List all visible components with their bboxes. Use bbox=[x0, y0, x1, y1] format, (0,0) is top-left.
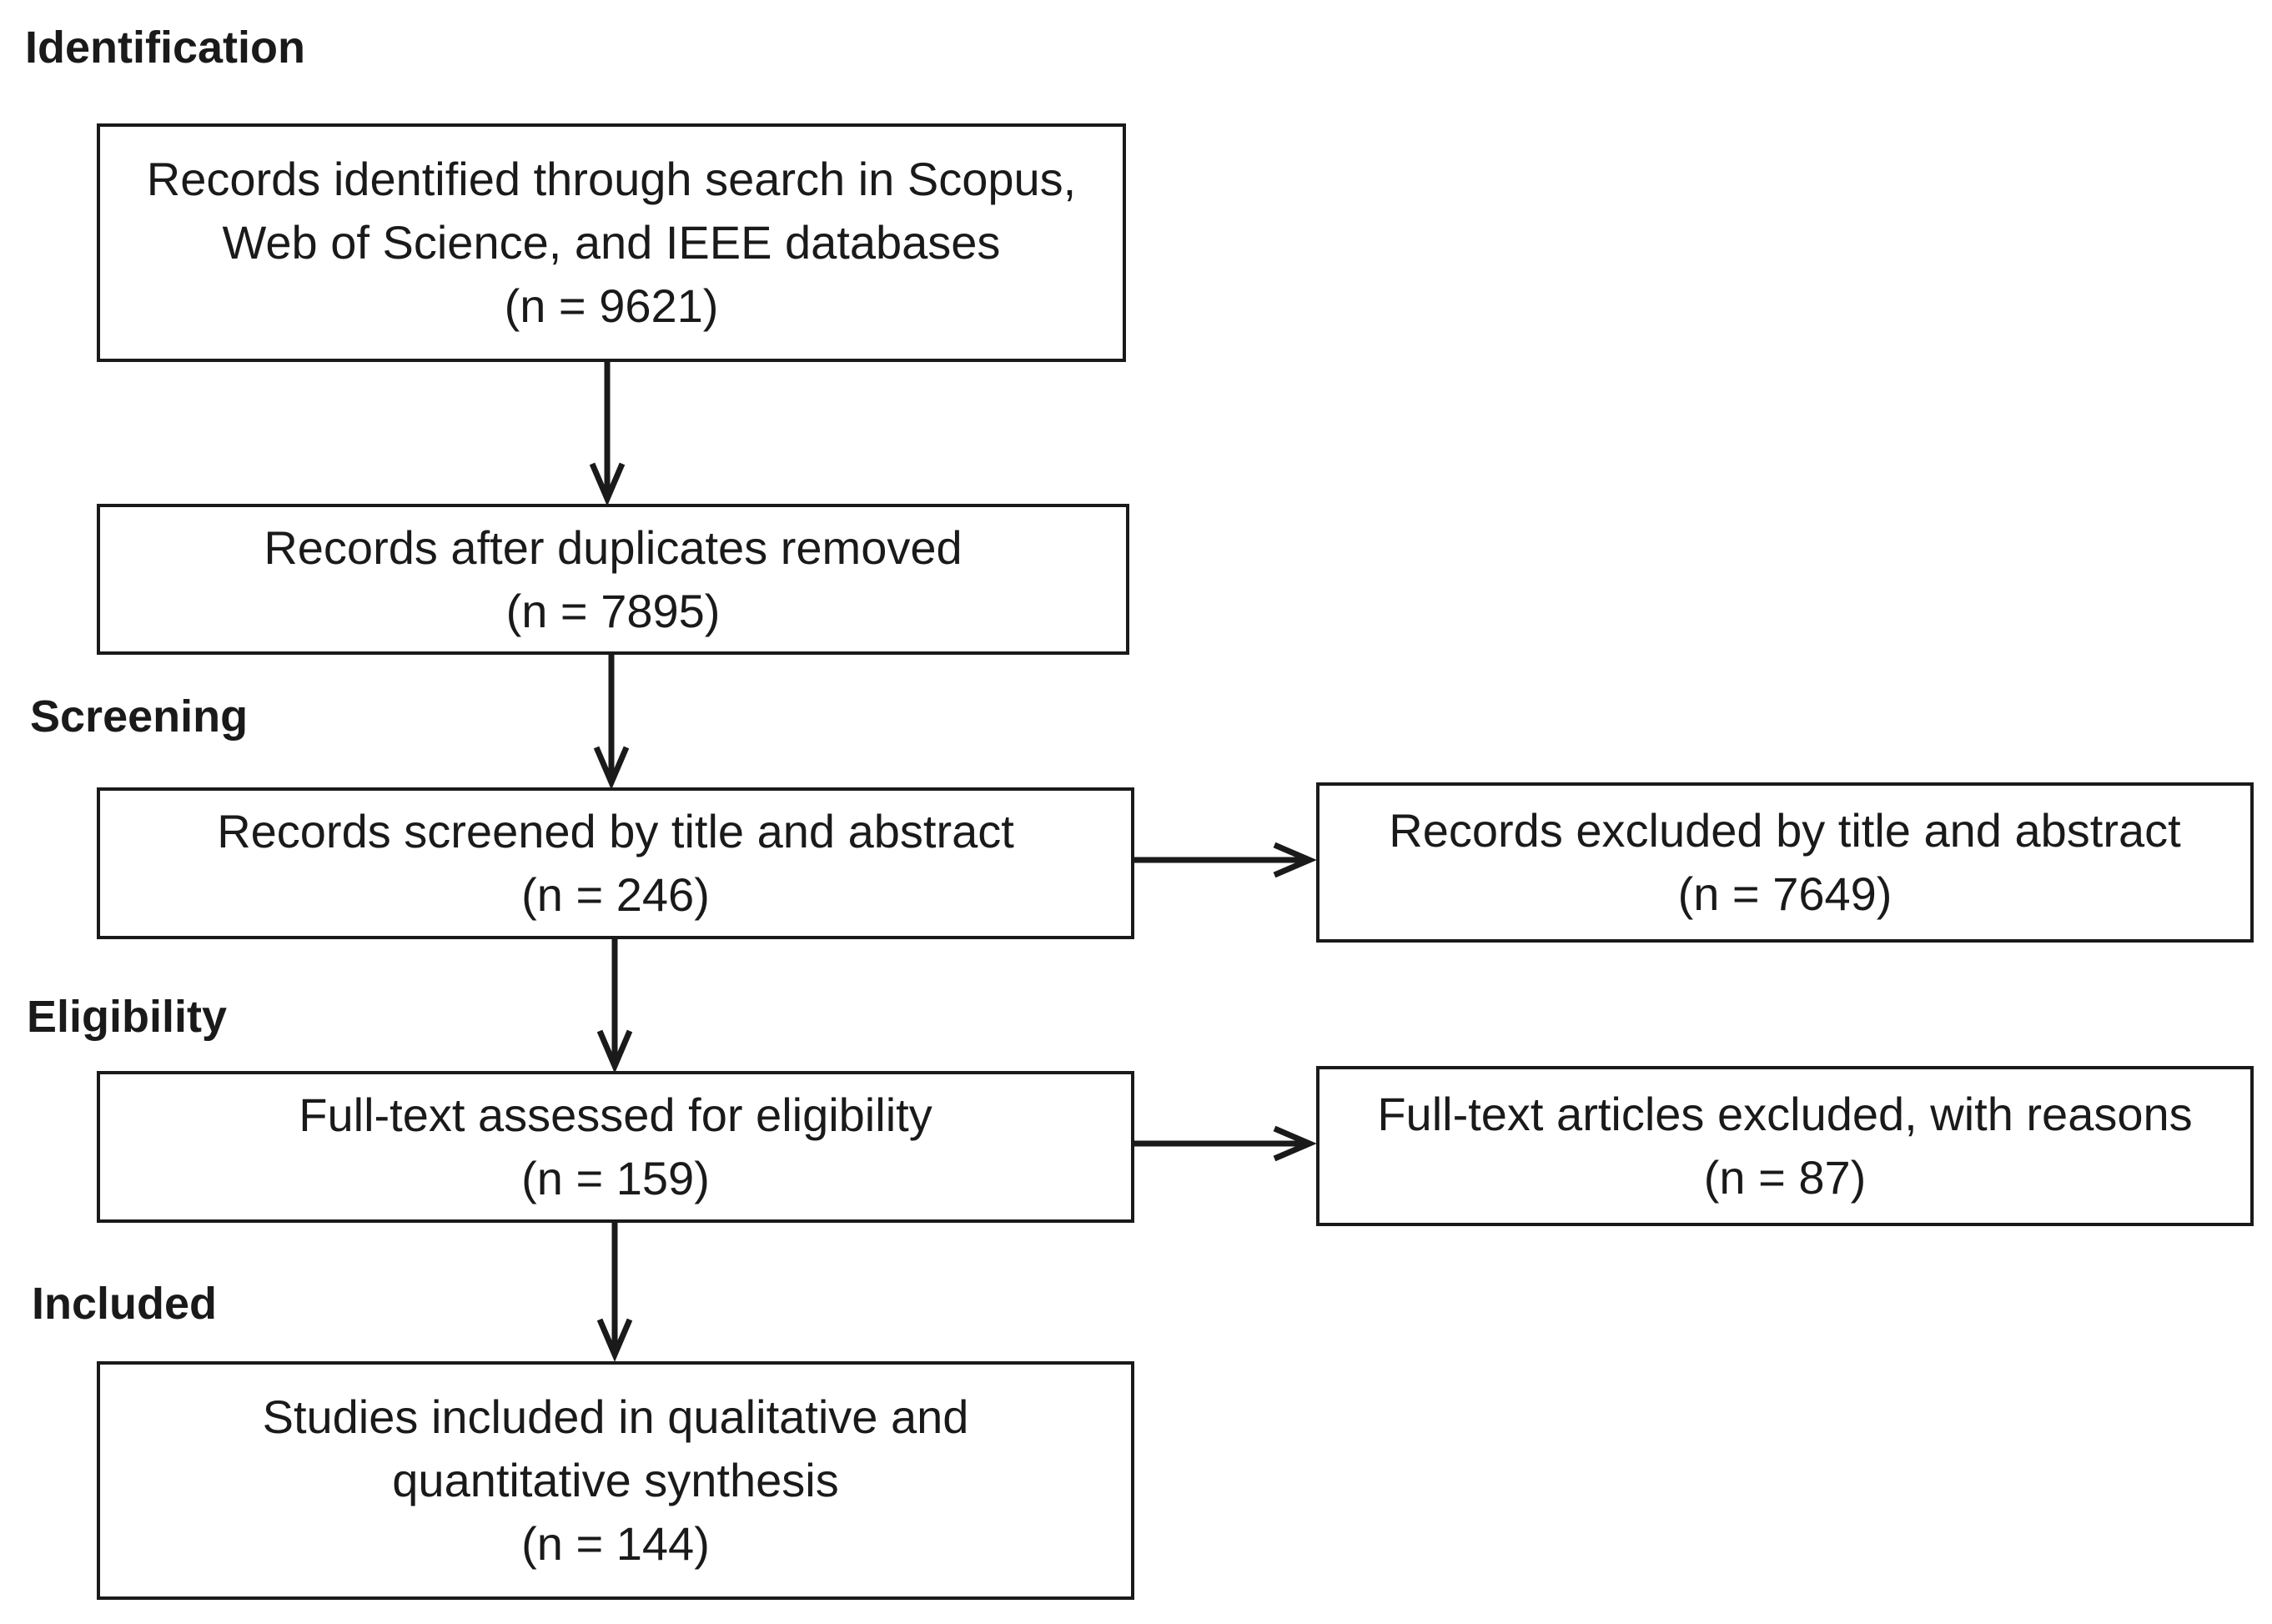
box-line: (n = 144) bbox=[521, 1517, 710, 1570]
box-line: (n = 246) bbox=[521, 868, 710, 921]
stage-label-included: Included bbox=[32, 1279, 218, 1329]
stage-label-eligibility: Eligibility bbox=[27, 992, 228, 1042]
box-line: Full-text assessed for eligibility bbox=[299, 1089, 932, 1141]
box-duplicates-removed: Records after duplicates removed (n = 78… bbox=[97, 504, 1129, 655]
box-line: Records excluded by title and abstract bbox=[1389, 804, 2181, 857]
box-line: Full-text articles excluded, with reason… bbox=[1377, 1088, 2193, 1140]
box-line: Studies included in qualitative and bbox=[262, 1390, 969, 1443]
box-line: Records after duplicates removed bbox=[264, 520, 963, 574]
box-records-screened: Records screened by title and abstract (… bbox=[97, 787, 1134, 939]
box-line: (n = 7649) bbox=[1677, 867, 1892, 920]
box-line: (n = 9621) bbox=[504, 279, 719, 332]
box-line: (n = 7895) bbox=[505, 584, 721, 637]
box-line: (n = 87) bbox=[1703, 1151, 1867, 1204]
box-full-text-assessed: Full-text assessed for eligibility (n = … bbox=[97, 1071, 1134, 1223]
stage-label-identification: Identification bbox=[25, 23, 305, 73]
box-studies-included: Studies included in qualitative and quan… bbox=[97, 1361, 1134, 1600]
box-line: Records screened by title and abstract bbox=[217, 805, 1014, 857]
box-full-text-excluded: Full-text articles excluded, with reason… bbox=[1316, 1066, 2254, 1226]
box-line: (n = 159) bbox=[521, 1152, 710, 1204]
box-line: quantitative synthesis bbox=[392, 1454, 839, 1506]
box-records-excluded: Records excluded by title and abstract (… bbox=[1316, 782, 2254, 943]
box-line: Web of Science, and IEEE databases bbox=[222, 216, 1001, 269]
box-line: Records identified through search in Sco… bbox=[146, 153, 1077, 205]
stage-label-screening: Screening bbox=[30, 691, 249, 742]
box-records-identified: Records identified through search in Sco… bbox=[97, 123, 1126, 362]
